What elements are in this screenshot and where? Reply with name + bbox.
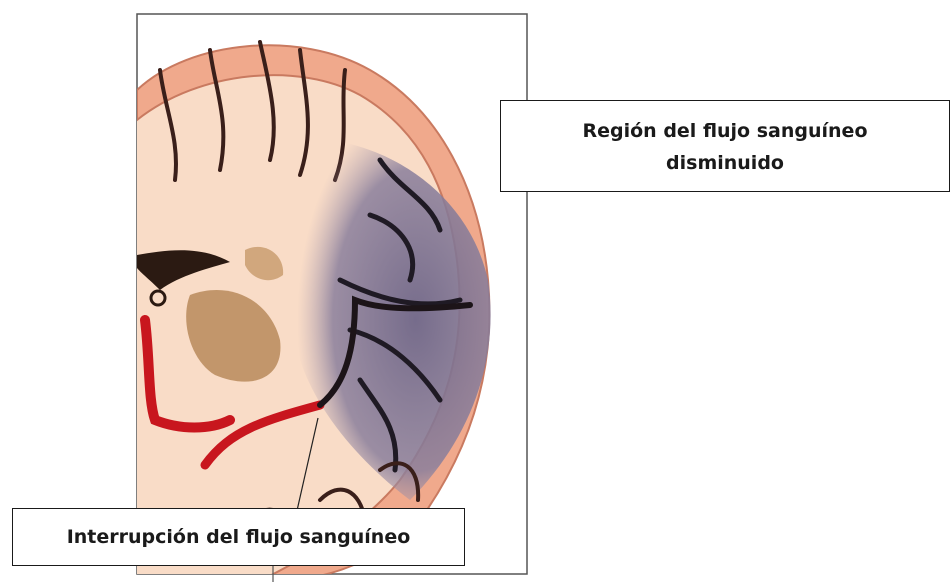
reduced-flow-label: Región del flujo sanguíneo disminuido: [500, 100, 950, 192]
flow-interruption-label: Interrupción del flujo sanguíneo: [12, 508, 465, 566]
ventricle-opening: [151, 291, 165, 305]
reduced-flow-label-line1: Región del flujo sanguíneo: [501, 115, 949, 147]
reduced-flow-label-line2: disminuido: [501, 147, 949, 179]
